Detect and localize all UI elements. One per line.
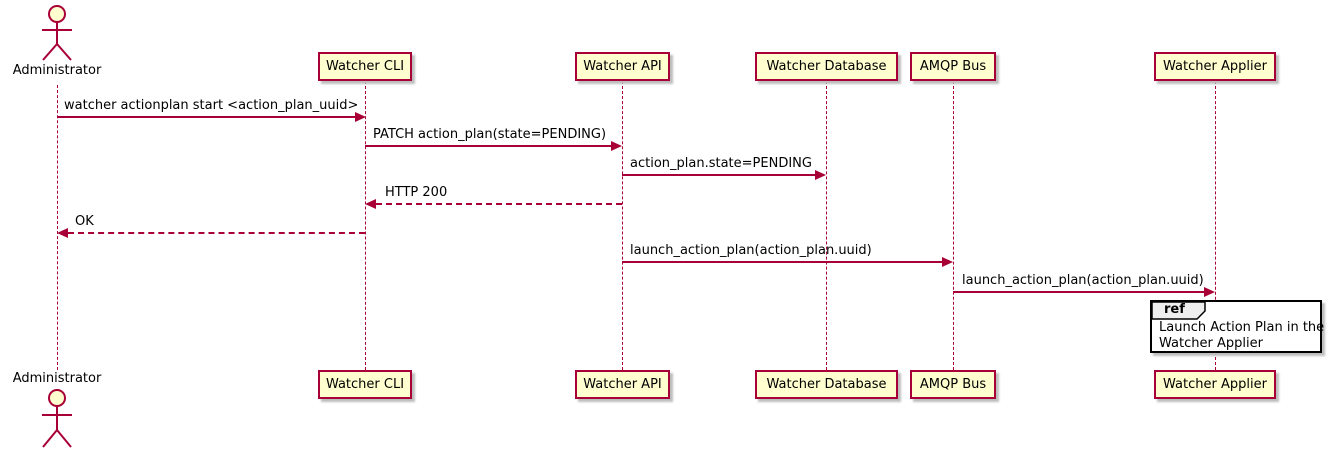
participant-watcher-api-top: Watcher API [575, 52, 670, 81]
lifeline-watcher-api [622, 81, 623, 370]
message-7-label: launch_action_plan(action_plan.uuid) [962, 273, 1204, 288]
message-7-line [953, 291, 1204, 293]
participant-watcher-cli-top: Watcher CLI [318, 52, 412, 81]
participant-watcher-api-bottom: Watcher API [575, 370, 670, 399]
ref-text: Launch Action Plan in the Watcher Applie… [1159, 320, 1324, 352]
message-5-line [68, 232, 365, 234]
actor-administrator-figure-bottom [42, 389, 72, 448]
message-1-arrowhead-icon [355, 112, 366, 122]
message-4-line [376, 203, 622, 205]
ref-keyword: ref [1164, 302, 1185, 317]
message-7-arrowhead-icon [1204, 287, 1215, 297]
lifeline-watcher-applier [1215, 81, 1216, 370]
actor-administrator-label-top: Administrator [12, 63, 102, 78]
message-6-line [622, 261, 943, 263]
message-2-line [365, 145, 612, 147]
message-6-arrowhead-icon [942, 257, 953, 267]
message-4-label: HTTP 200 [385, 185, 448, 200]
lifeline-watcher-cli [365, 81, 366, 370]
message-5-arrowhead-icon [57, 228, 68, 238]
message-3-label: action_plan.state=PENDING [630, 156, 812, 171]
message-2-label: PATCH action_plan(state=PENDING) [373, 127, 607, 142]
ref-text-line2: Watcher Applier [1159, 336, 1263, 351]
message-3-arrowhead-icon [815, 170, 826, 180]
message-3-line [622, 174, 816, 176]
actor-administrator-figure-top [42, 5, 72, 61]
participant-amqp-bus-top: AMQP Bus [910, 52, 996, 81]
message-6-label: launch_action_plan(action_plan.uuid) [630, 243, 872, 258]
lifeline-watcher-database [826, 81, 827, 370]
message-2-arrowhead-icon [611, 141, 622, 151]
participant-amqp-bus-bottom: AMQP Bus [910, 370, 996, 399]
ref-text-line1: Launch Action Plan in the [1159, 320, 1325, 335]
ref-fragment: ref Launch Action Plan in the Watcher Ap… [1150, 300, 1324, 353]
message-1-label: watcher actionplan start <action_plan_uu… [64, 98, 359, 113]
actor-administrator-label-bottom: Administrator [12, 371, 102, 386]
lifeline-administrator [57, 85, 58, 370]
participant-watcher-applier-top: Watcher Applier [1154, 52, 1276, 81]
participant-watcher-database-top: Watcher Database [755, 52, 898, 81]
participant-watcher-database-bottom: Watcher Database [755, 370, 898, 399]
ref-tab-shape [1151, 301, 1206, 320]
message-5-label: OK [75, 214, 94, 229]
message-1-line [57, 116, 356, 118]
message-4-arrowhead-icon [365, 199, 376, 209]
participant-watcher-cli-bottom: Watcher CLI [318, 370, 412, 399]
lifeline-amqp-bus [953, 81, 954, 370]
participant-watcher-applier-bottom: Watcher Applier [1154, 370, 1276, 399]
